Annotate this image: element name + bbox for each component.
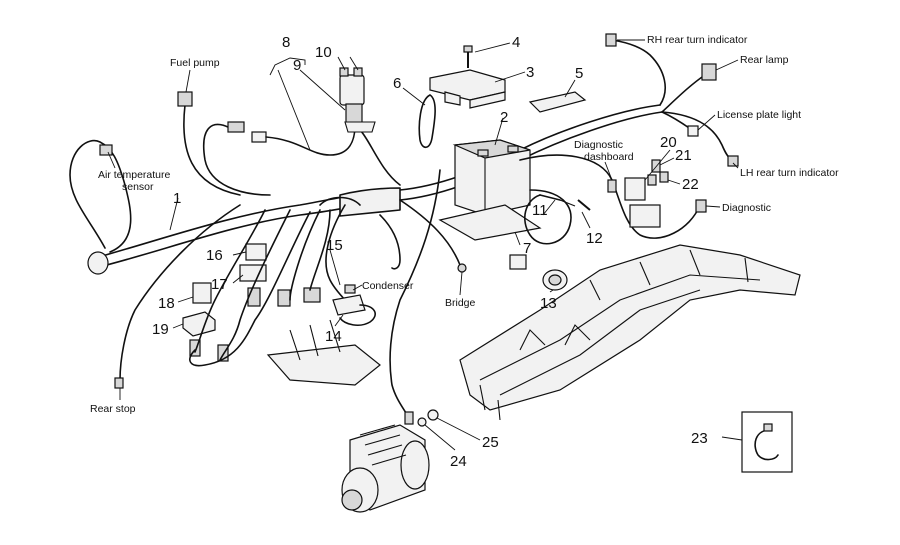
lh-indicator-connector [727,155,739,167]
callout-4: 4 [512,34,520,51]
label-lh-rear-turn: LH rear turn indicator [740,167,839,179]
loop-connector-b [251,131,267,143]
label-bridge: Bridge [445,297,476,309]
callout-9: 9 [293,57,301,74]
battery [452,139,531,216]
label-fuel-pump: Fuel pump [170,57,220,69]
relay-connector-assembly [339,67,401,186]
rear-subframe [459,244,801,421]
callout-25: 25 [482,434,499,451]
fuse-box [429,69,506,109]
main-harness [87,104,663,275]
battery-terminal-cap [509,254,527,270]
relay-base-tray [266,344,381,386]
callout-12: 12 [586,230,603,247]
label-condenser: Condenser [362,280,414,292]
callout-5: 5 [575,65,583,82]
starter-cable [389,169,441,421]
license-plate-connector [687,125,699,137]
callout-20: 20 [660,134,677,151]
rear-lamp-connector [701,63,717,81]
label-rear-lamp: Rear lamp [740,54,789,66]
battery-cable [524,189,572,245]
callout-1: 1 [173,190,181,207]
rh-indicator-connector [605,33,617,47]
label-air-temp-line1: Air temperature [98,169,171,181]
item-23-clip [754,429,779,461]
nut [427,409,439,421]
diagnostic-wire [519,154,701,239]
callout-8: 8 [282,34,290,51]
callout-19: 19 [152,321,169,338]
label-license-plate: License plate light [717,109,801,121]
callout-16: 16 [206,247,223,264]
label-diag-dashboard-line2: dashboard [584,151,634,163]
fuel-pump-wire [183,104,241,196]
condenser [332,294,366,316]
bridge-wire [399,199,461,266]
bolt [577,199,591,211]
relay-cluster [624,159,669,228]
cable-tie [418,94,436,149]
callout-3: 3 [526,64,534,81]
air-temp-sensor-connector [99,144,113,156]
air-temp-sensor-wire [69,139,132,253]
upper-loop-wire [203,123,271,196]
starter-cable-terminal [404,411,414,425]
callout-10: 10 [315,44,332,61]
power-socket [542,269,568,291]
screw [463,45,473,68]
callout-13: 13 [540,295,557,312]
callout-18: 18 [158,295,175,312]
item-23-box [741,411,793,473]
callout-6: 6 [393,75,401,92]
callout-2: 2 [500,109,508,126]
label-diagnostic: Diagnostic [722,202,771,214]
diag-dashboard-connector [607,179,617,193]
callout-17: 17 [211,276,228,293]
condenser-connector [344,284,356,294]
text-labels: Fuel pump Air temperature sensor Rear st… [90,34,839,415]
callout-24: 24 [450,453,467,470]
callout-14: 14 [325,328,342,345]
rh-indicator-wire [611,39,666,106]
callout-numbers: 1 2 3 4 5 6 7 8 9 10 11 12 13 14 15 16 1… [152,34,708,470]
label-rear-stop: Rear stop [90,403,136,415]
callout-11: 11 [532,202,548,219]
rubber-pad [528,91,587,113]
loop-connector-a [227,121,245,133]
fuel-pump-connector [177,91,193,107]
bridge-terminal [457,263,467,273]
callout-21: 21 [675,147,692,164]
callout-7: 7 [523,240,531,257]
starter-motor [341,424,430,513]
callout-15: 15 [326,237,343,254]
rear-lamp-wire [661,74,706,113]
diagnostic-connector [695,199,707,213]
callout-22: 22 [682,176,699,193]
callout-23: 23 [691,430,708,447]
label-air-temp-line2: sensor [122,181,154,193]
washer [417,417,427,427]
label-rh-rear-turn: RH rear turn indicator [647,34,748,46]
rear-stop-connector [114,377,124,389]
label-diag-dashboard-line1: Diagnostic [574,139,623,151]
rear-stop-wire [119,204,241,381]
battery-plate [438,204,542,241]
leader-lines [107,39,743,451]
